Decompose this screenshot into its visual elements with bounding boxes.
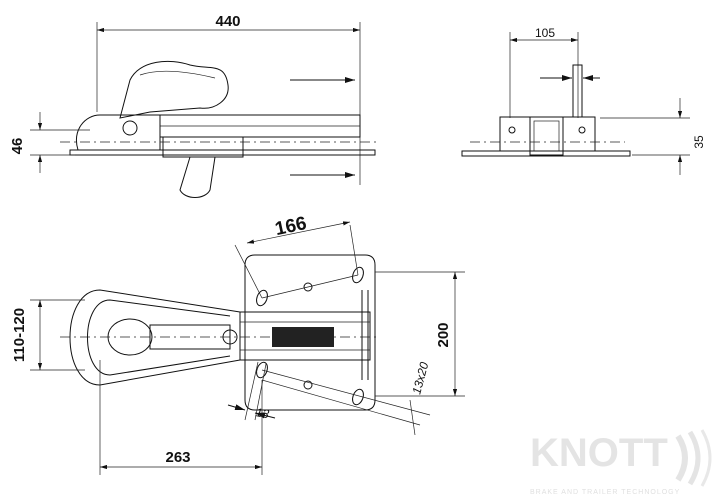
side-view: 440 46 xyxy=(9,13,380,198)
dim-hole-spacing: 166 xyxy=(273,213,308,240)
dim-slot-size: 13x20 xyxy=(409,360,431,396)
plan-view: 166 13 13x20 200 110-120 263 xyxy=(11,213,465,475)
knott-logo: KNOTT BRAKE AND TRAILER TECHNOLOGY xyxy=(530,429,712,496)
dim-side-height: 46 xyxy=(9,138,26,155)
end-view: 105 35 xyxy=(461,26,706,175)
dim-flange-width: 105 xyxy=(535,26,555,40)
logo-name: KNOTT xyxy=(530,431,668,475)
dim-overall-length: 440 xyxy=(215,13,240,30)
dim-plate-height: 200 xyxy=(435,322,452,347)
dim-coupling-length: 263 xyxy=(165,449,190,466)
logo-tagline: BRAKE AND TRAILER TECHNOLOGY xyxy=(530,489,680,496)
dim-end-height: 35 xyxy=(692,135,706,149)
dim-drawbar-range: 110-120 xyxy=(11,308,28,362)
dim-hole-diameter: 13 xyxy=(254,405,270,421)
